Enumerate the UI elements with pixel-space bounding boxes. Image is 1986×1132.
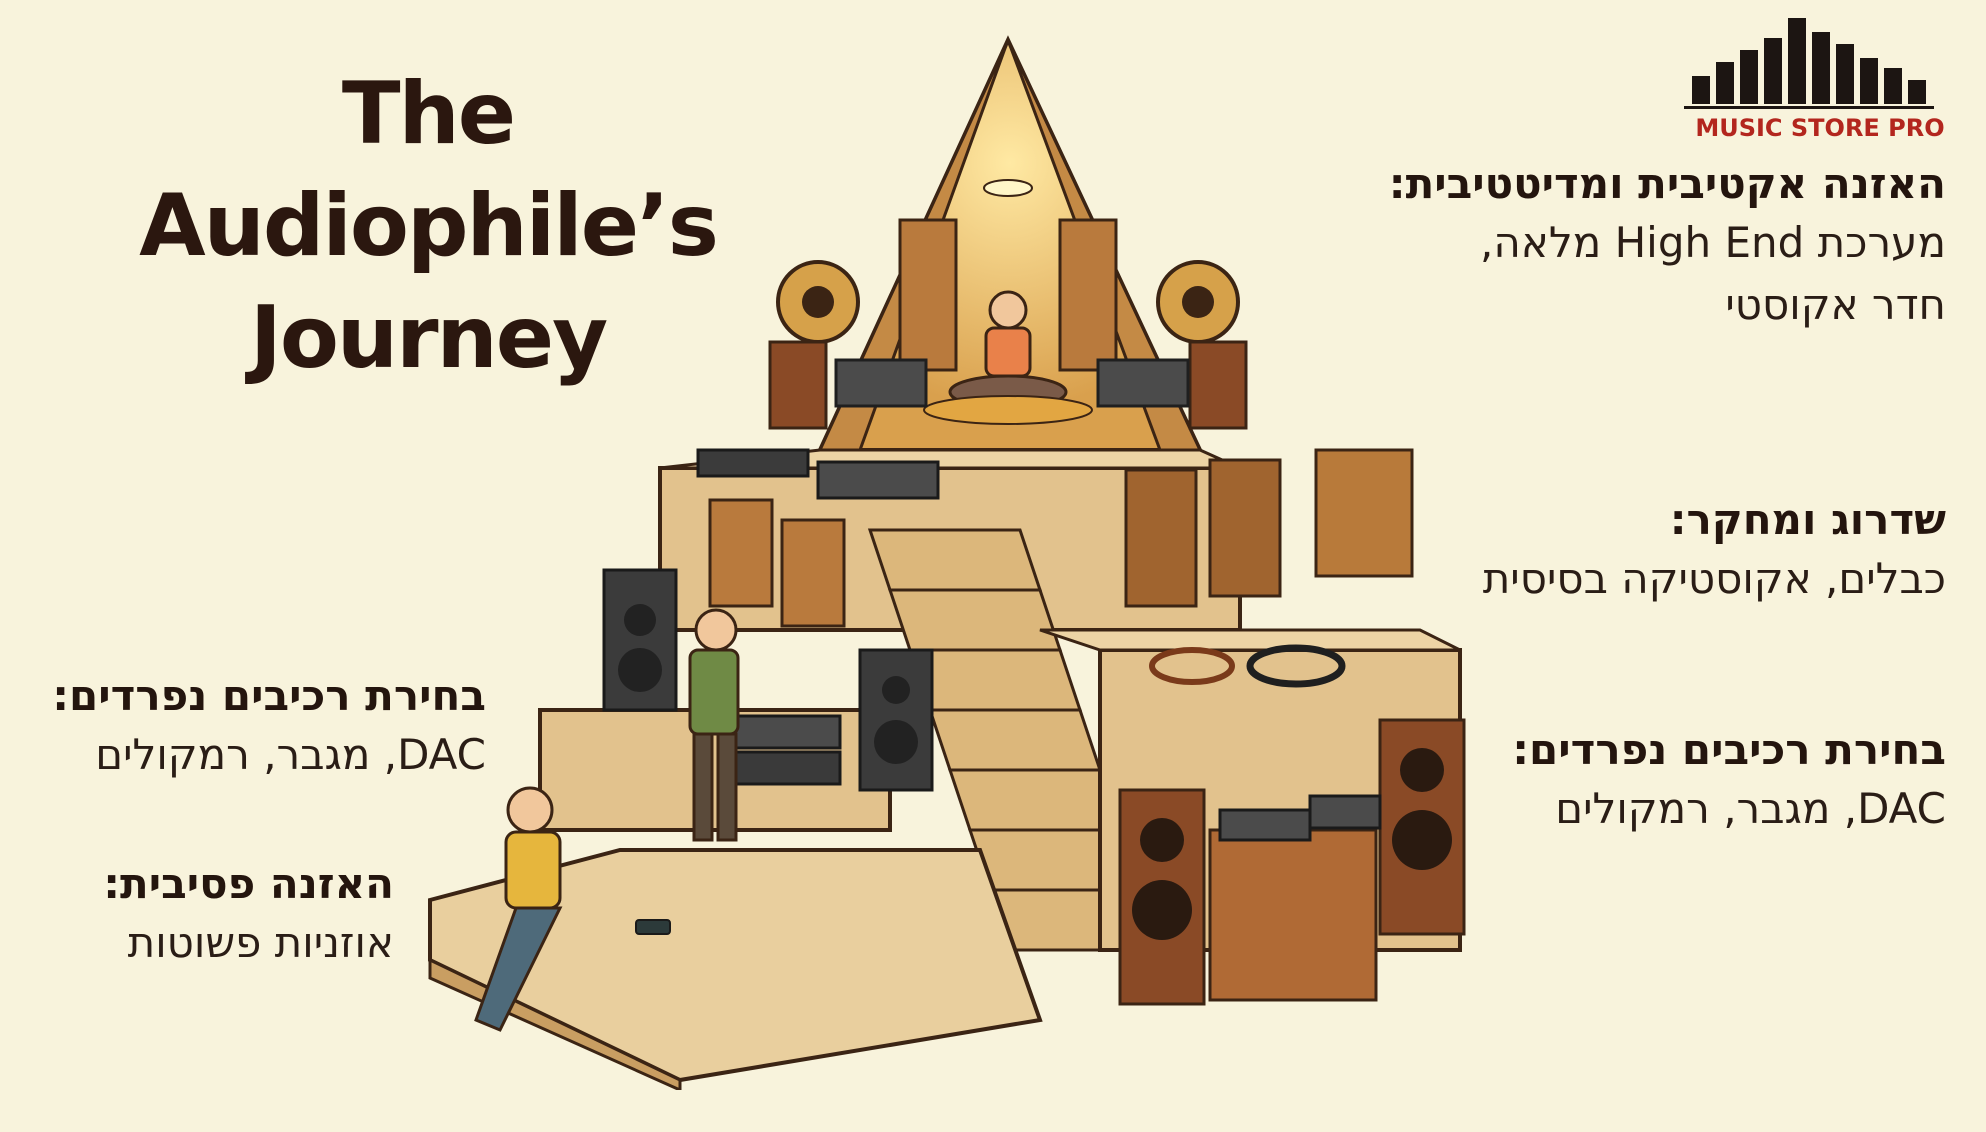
- audiophile-pyramid-illustration: [428, 35, 1466, 1090]
- title-line-1: The Audiophile’s: [139, 64, 719, 276]
- label-line: אוזניות פשוטות: [127, 918, 394, 967]
- level-components: [538, 568, 1466, 1006]
- label-heading: האזנה אקטיבית ומדיטטיבית:: [1388, 159, 1946, 208]
- label-line: חדר אקוסטי: [1725, 280, 1946, 329]
- label-description: כבלים, אקוסטיקה בסיסית: [1483, 548, 1946, 610]
- label-line: DAC, מגבר, רמקולים: [1555, 784, 1946, 833]
- page-title: The Audiophile’s Journey: [48, 58, 808, 394]
- label-heading: בחירת רכיבים נפרדים:: [1512, 725, 1946, 774]
- label-line: DAC, מגבר, רמקולים: [95, 730, 486, 779]
- brand-logo: MUSIC STORE PRO: [1680, 14, 1960, 144]
- label-heading: האזנה פסיבית:: [103, 859, 394, 908]
- brand-name: MUSIC STORE PRO: [1695, 114, 1945, 142]
- label-passive-listening: האזנה פסיבית: אוזניות פשוטות: [103, 856, 394, 974]
- equalizer-bars-icon: [1684, 18, 1934, 109]
- label-description: אוזניות פשוטות: [103, 912, 394, 974]
- label-description: DAC, מגבר, רמקולים: [1512, 778, 1946, 840]
- label-line: מערכת High End מלאה,: [1479, 218, 1946, 267]
- label-description: מערכת High End מלאה, חדר אקוסטי: [1389, 212, 1946, 336]
- level-passive: [428, 786, 1043, 1090]
- label-line: כבלים, אקוסטיקה בסיסית: [1482, 554, 1946, 603]
- title-line-2: Journey: [249, 288, 608, 388]
- label-heading: בחירת רכיבים נפרדים:: [52, 671, 486, 720]
- label-heading: שדרוג ומחקר:: [1669, 495, 1946, 544]
- label-components-left: בחירת רכיבים נפרדים: DAC, מגבר, רמקולים: [52, 668, 486, 786]
- apex-room: [768, 35, 1248, 452]
- label-upgrade-research: שדרוג ומחקר: כבלים, אקוסטיקה בסיסית: [1483, 492, 1946, 610]
- label-description: DAC, מגבר, רמקולים: [52, 724, 486, 786]
- label-components-right: בחירת רכיבים נפרדים: DAC, מגבר, רמקולים: [1512, 722, 1946, 840]
- label-active-listening: האזנה אקטיבית ומדיטטיבית: מערכת High End…: [1389, 156, 1946, 336]
